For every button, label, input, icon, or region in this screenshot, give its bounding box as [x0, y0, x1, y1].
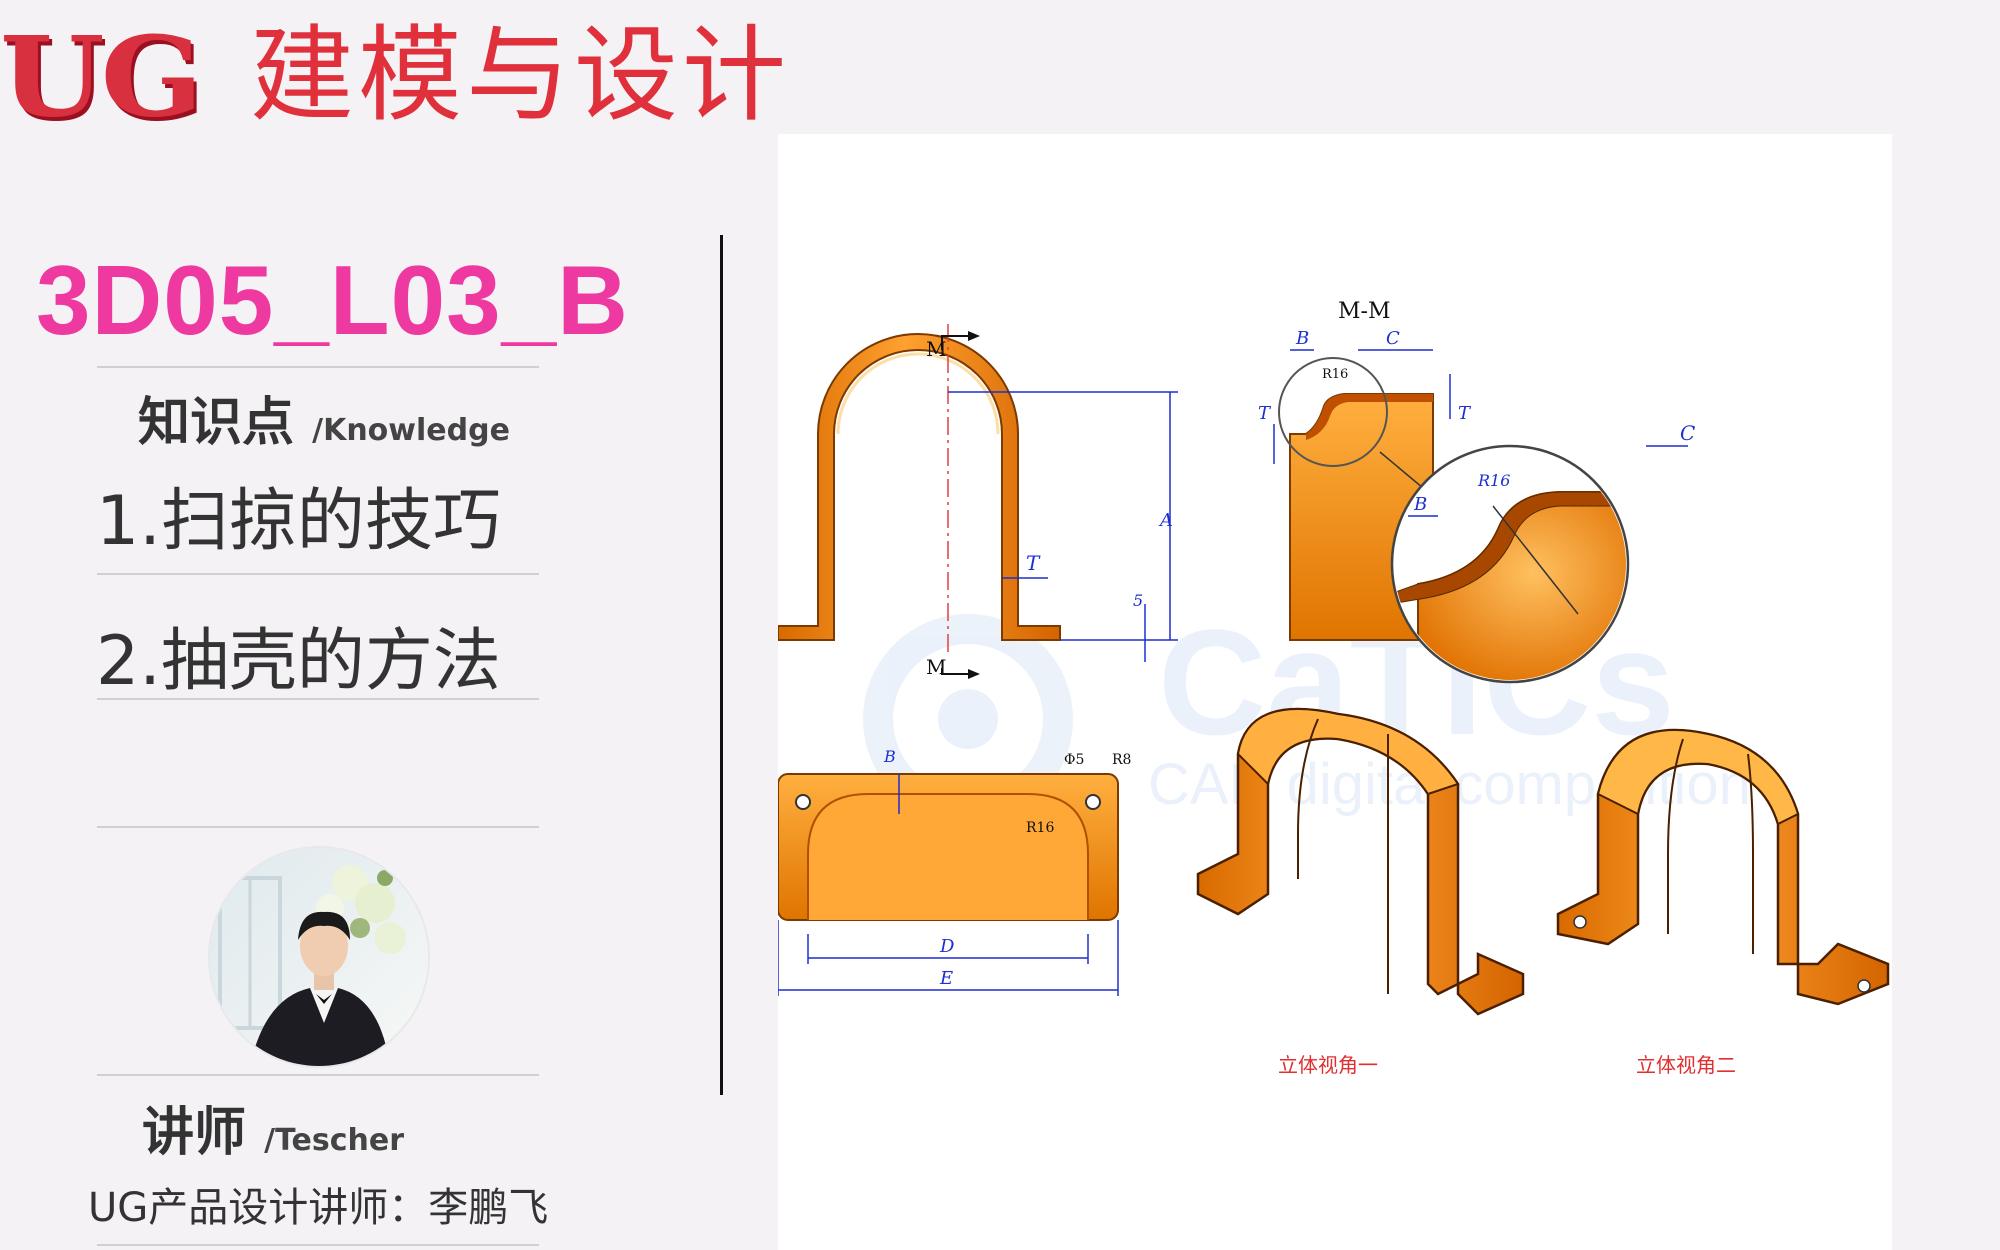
- dim-E: E: [939, 968, 953, 989]
- dim-R8: R8: [1112, 752, 1131, 768]
- instructor-avatar: [210, 848, 428, 1066]
- dim-B-detail: B: [1413, 494, 1427, 515]
- caption-iso-2: 立体视角二: [1636, 1053, 1736, 1077]
- dim-D: D: [939, 936, 955, 957]
- knowledge-label-en: /Knowledge: [312, 413, 510, 448]
- knowledge-label: 知识点: [138, 393, 295, 453]
- instructor-heading: 讲师 /Tescher: [142, 1100, 404, 1174]
- section-marker-bottom: M: [926, 655, 946, 679]
- front-view: M M A T 5: [778, 324, 1178, 679]
- instructor-label: 讲师: [142, 1103, 247, 1163]
- dim-R16-section: R16: [1322, 367, 1348, 382]
- knowledge-point-1: 1.扫掠的技巧: [96, 482, 501, 561]
- dim-T-section-left: T: [1258, 403, 1272, 424]
- dim-A: A: [1158, 510, 1173, 531]
- divider-line: [97, 573, 539, 575]
- section-view-title: M-M: [1338, 299, 1391, 324]
- dim-B-section: B: [1295, 328, 1309, 349]
- section-marker-top: M: [926, 337, 946, 361]
- dim-R16-detail: R16: [1477, 471, 1510, 490]
- dim-B-top: B: [883, 747, 896, 766]
- dim-phi5: Φ5: [1064, 752, 1084, 768]
- knowledge-point-2: 2.抽壳的方法: [96, 622, 501, 701]
- detail-view: R16 B C: [1390, 421, 1695, 684]
- ug-logo: UG: [0, 12, 203, 143]
- divider-line: [97, 1074, 539, 1076]
- dim-5: 5: [1133, 591, 1143, 610]
- caption-iso-1: 立体视角一: [1278, 1053, 1378, 1077]
- dim-T-section-right: T: [1458, 403, 1472, 424]
- dim-R16-top: R16: [1026, 820, 1054, 836]
- knowledge-heading: 知识点 /Knowledge: [138, 390, 510, 464]
- engineering-drawing: CaTICs CAD digital competition M M A T 5: [778, 134, 1892, 1250]
- instructor-info: UG产品设计讲师：李鹏飞: [88, 1185, 549, 1231]
- dim-T-front: T: [1026, 551, 1041, 575]
- divider-line: [97, 1244, 539, 1246]
- divider-line: [97, 698, 539, 700]
- dim-C-section: C: [1386, 328, 1400, 349]
- instructor-label-en: /Tescher: [264, 1123, 405, 1158]
- top-view: B Φ5 R8 R16 D E: [778, 747, 1131, 996]
- instructor-photo: [210, 848, 428, 1066]
- dim-C-detail: C: [1680, 421, 1695, 445]
- iso-view-2: [1556, 728, 1890, 1006]
- course-code: 3D05_L03_B: [36, 245, 629, 355]
- banner-title: 建模与设计: [250, 14, 791, 136]
- divider-line: [97, 366, 539, 368]
- vertical-divider: [720, 235, 723, 1095]
- divider-line: [97, 826, 539, 828]
- drawing-canvas: CaTICs CAD digital competition M M A T 5: [778, 299, 1890, 1077]
- iso-view-1: [1196, 707, 1525, 1016]
